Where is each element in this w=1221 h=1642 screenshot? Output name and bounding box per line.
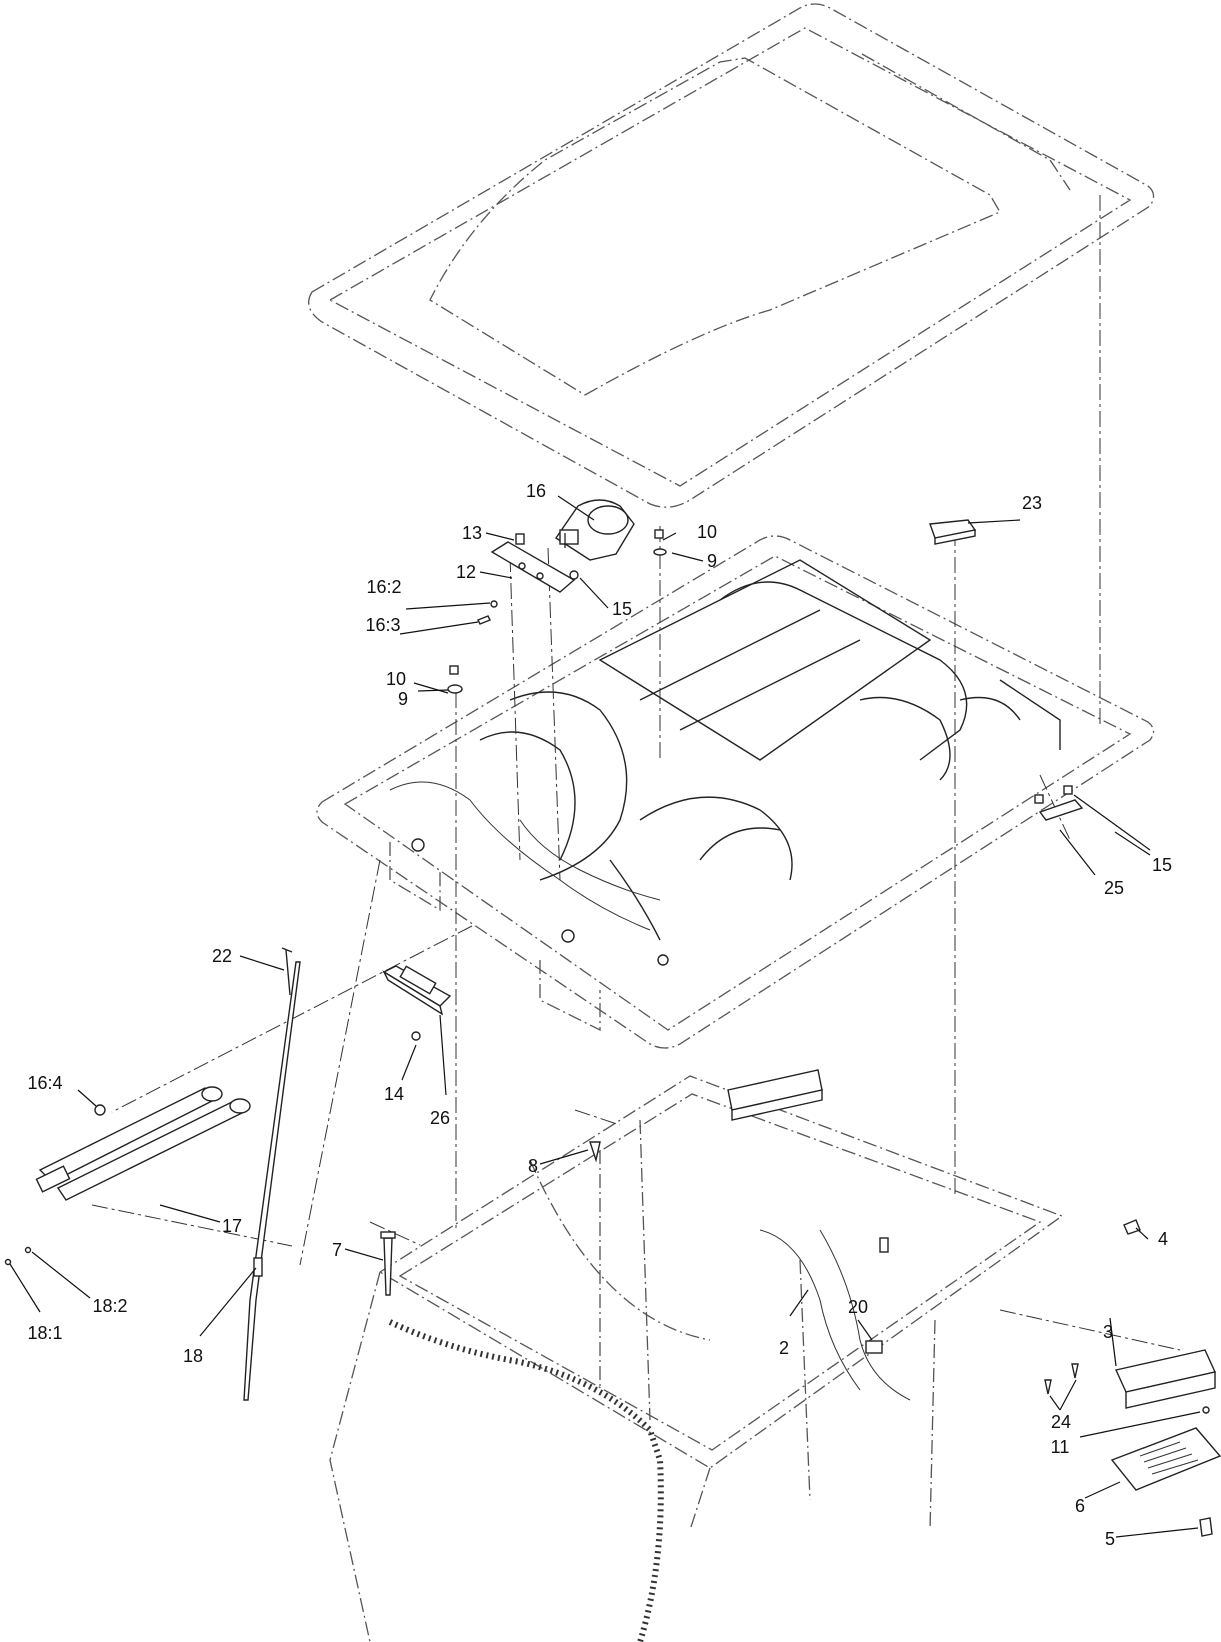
callout-3: 3 [1103,1322,1113,1342]
callout-4: 4 [1158,1229,1168,1249]
callout-13: 13 [462,523,482,543]
callout-9-lower: 9 [398,689,408,709]
nut-washer [447,529,667,694]
screws-24 [1044,1363,1079,1395]
callout-26: 26 [430,1108,450,1128]
plate-25 [1034,785,1084,821]
hvac-tray [316,535,1155,1049]
callout-23: 23 [1022,493,1042,513]
callout-12: 12 [456,562,476,582]
callout-10-lower: 10 [386,669,406,689]
nut-16-4 [94,1104,106,1116]
callout-7: 7 [332,1240,342,1260]
callout-24: 24 [1051,1412,1071,1432]
cover-23 [929,519,977,545]
callout-16-3: 16:3 [365,615,400,635]
callout-18-2: 18:2 [92,1296,127,1316]
harness-2 [759,1229,911,1401]
callout-18: 18 [183,1346,203,1366]
wiper-spacer-screw [477,600,498,625]
nut-15 [569,570,579,580]
wiper-blade-18 [243,961,301,1401]
callout-2: 2 [779,1338,789,1358]
bolt-13 [515,533,525,545]
wiper-arm-17 [35,1086,251,1201]
callout-16: 16 [526,481,546,501]
callout-6: 6 [1075,1496,1085,1516]
cable-tie-22 [281,947,293,996]
callout-labels: 16 13 12 10 9 15 16:2 16:3 10 9 23 15 25… [27,481,1172,1549]
roof-cover-phantom [308,3,1155,508]
wiper-fasteners-18 [4,1246,32,1266]
bracket-26 [382,965,452,1041]
callout-11: 11 [1051,1437,1070,1457]
knob-5 [1199,1517,1213,1537]
screw-11 [1202,1406,1210,1414]
callout-20: 20 [848,1297,868,1317]
callout-16-2: 16:2 [366,577,401,597]
pin-7 [380,1231,396,1296]
callout-15-lower: 15 [1152,855,1172,875]
callout-8: 8 [528,1156,538,1176]
callout-18-1: 18:1 [27,1323,62,1343]
callout-17: 17 [222,1216,242,1236]
callout-14: 14 [384,1084,404,1104]
callout-leaders [9,495,1201,1538]
callout-15-upper: 15 [612,599,632,619]
motor-bracket [490,541,576,593]
callout-5: 5 [1105,1529,1115,1549]
wiper-motor [555,499,635,561]
cab-frame-phantom [329,1075,1064,1642]
callout-16-4: 16:4 [27,1073,62,1093]
alignment-lines [91,195,1181,1351]
grille-6 [1110,1427,1221,1491]
filter-3 [1115,1349,1216,1409]
screw-8 [589,1141,601,1163]
callout-10-upper: 10 [697,522,717,542]
callout-22: 22 [212,946,232,966]
callout-9-upper: 9 [707,551,717,571]
clip-4 [1123,1219,1141,1235]
callout-25: 25 [1104,878,1124,898]
filter-housing [727,1069,823,1121]
